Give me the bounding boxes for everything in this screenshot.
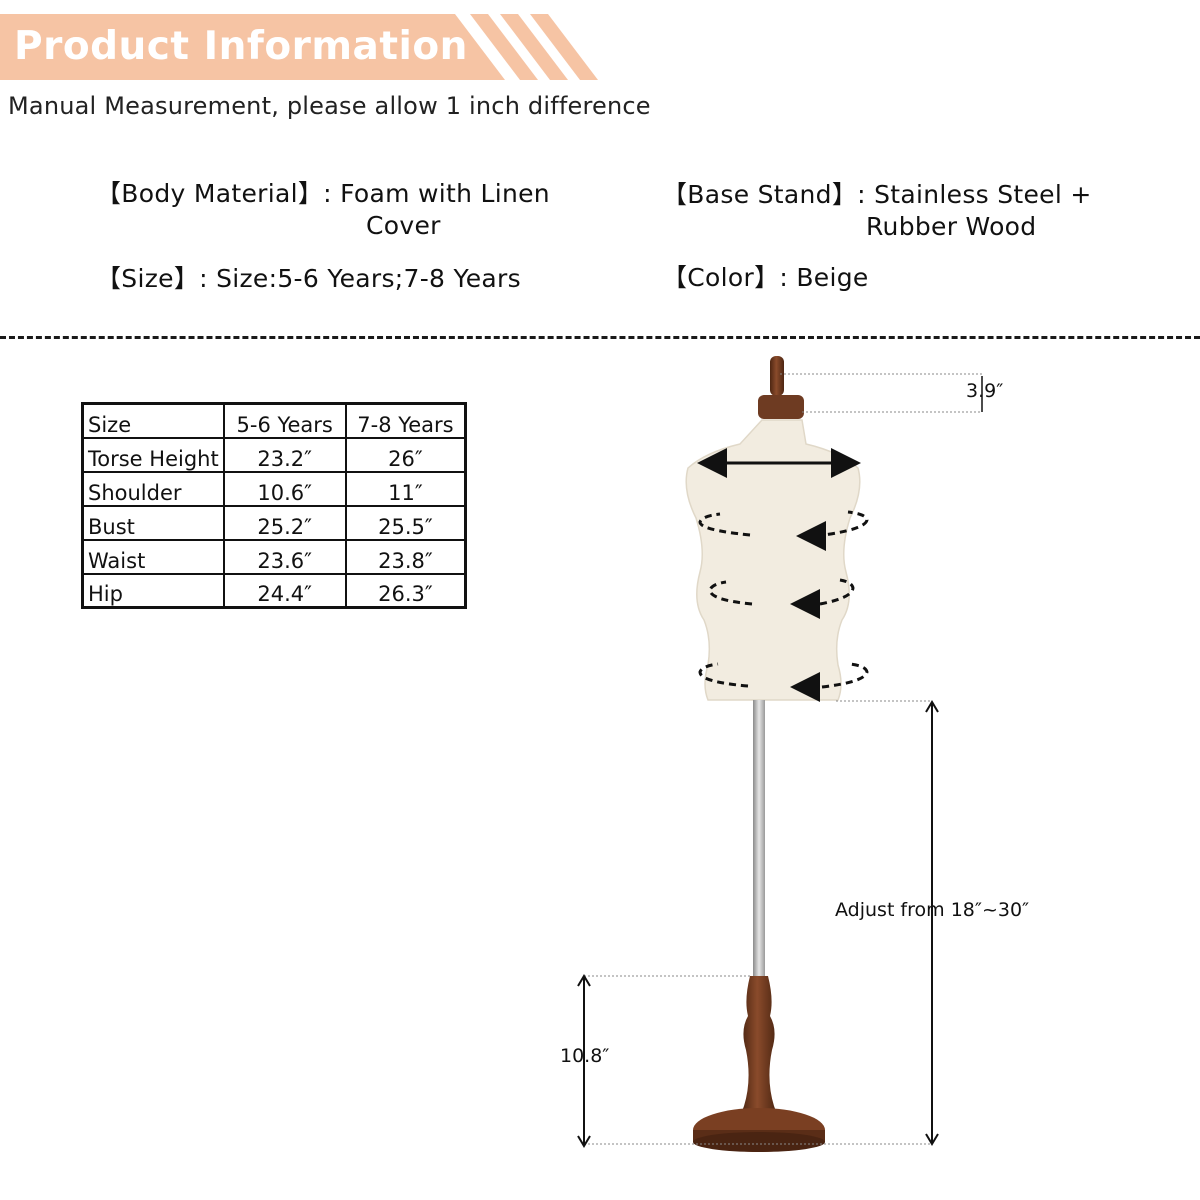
- spec-color: 【Color】: Beige: [662, 262, 869, 294]
- spec-size: 【Size】: Size:5-6 Years;7-8 Years: [96, 263, 521, 295]
- spec-value-cont: Rubber Wood: [866, 212, 1037, 241]
- table-cell: 25.5″: [344, 504, 467, 541]
- table-cell: Hip: [81, 572, 225, 609]
- header-banner: [0, 14, 600, 80]
- table-cell: 23.6″: [222, 538, 347, 575]
- page-title: Product Information: [14, 24, 468, 69]
- spec-body-material: 【Body Material】: Foam with Linen Cover: [96, 178, 550, 242]
- table-cell: 25.2″: [222, 504, 347, 541]
- table-cell: 26″: [344, 436, 467, 473]
- stand-pole: [753, 700, 765, 978]
- waist-measure-loop: [708, 578, 855, 606]
- dashed-divider: [0, 336, 1200, 339]
- table-header-cell: Size: [81, 402, 225, 439]
- spec-label: 【Color】: [662, 263, 780, 292]
- stand-base: [693, 1132, 825, 1152]
- neck-height-label: 3.9″: [966, 380, 1003, 402]
- table-row: Bust 25.2″ 25.5″: [81, 504, 467, 541]
- table-cell: Torse Height: [81, 436, 225, 473]
- banner-background: [0, 14, 598, 80]
- table-header-cell: 5-6 Years: [222, 402, 347, 439]
- measurement-note: Manual Measurement, please allow 1 inch …: [8, 92, 651, 120]
- torso-form: [685, 419, 861, 701]
- table-row: Torse Height 23.2″ 26″: [81, 436, 467, 473]
- table-cell: Waist: [81, 538, 225, 575]
- table-cell: 23.8″: [344, 538, 467, 575]
- spec-value: : Foam with Linen: [323, 179, 550, 208]
- table-cell: 26.3″: [344, 572, 467, 609]
- stand-wood-column: [741, 976, 777, 1130]
- table-row: Hip 24.4″ 26.3″: [81, 572, 467, 609]
- neck-knob: [758, 356, 804, 419]
- table-header-row: Size 5-6 Years 7-8 Years: [81, 402, 467, 439]
- table-cell: 10.6″: [222, 470, 347, 507]
- spec-label: 【Body Material】: [96, 179, 324, 208]
- table-cell: 11″: [344, 470, 467, 507]
- base-height-label: 10.8″: [560, 1045, 609, 1067]
- bust-measure-loop: [698, 510, 869, 538]
- table-cell: Bust: [81, 504, 225, 541]
- table-cell: Shoulder: [81, 470, 225, 507]
- spec-value: : Stainless Steel +: [857, 180, 1092, 209]
- table-cell: 23.2″: [222, 436, 347, 473]
- table-row: Waist 23.6″ 23.8″: [81, 538, 467, 575]
- mannequin-diagram: 3.9″ Adjust from 18″~30″ 10.8″: [560, 356, 1029, 1152]
- hip-measure-loop: [698, 662, 869, 689]
- adjust-range-label: Adjust from 18″~30″: [835, 899, 1029, 921]
- spec-base-stand: 【Base Stand】: Stainless Steel + Rubber W…: [662, 179, 1092, 243]
- spec-value-cont: Cover: [366, 211, 441, 240]
- spec-value: : Size:5-6 Years;7-8 Years: [199, 264, 521, 293]
- table-row: Shoulder 10.6″ 11″: [81, 470, 467, 507]
- size-table: Size 5-6 Years 7-8 Years Torse Height 23…: [81, 402, 468, 609]
- spec-value: : Beige: [779, 263, 869, 292]
- table-cell: 24.4″: [222, 572, 347, 609]
- table-header-cell: 7-8 Years: [344, 402, 467, 439]
- spec-label: 【Base Stand】: [662, 180, 858, 209]
- spec-label: 【Size】: [96, 264, 200, 293]
